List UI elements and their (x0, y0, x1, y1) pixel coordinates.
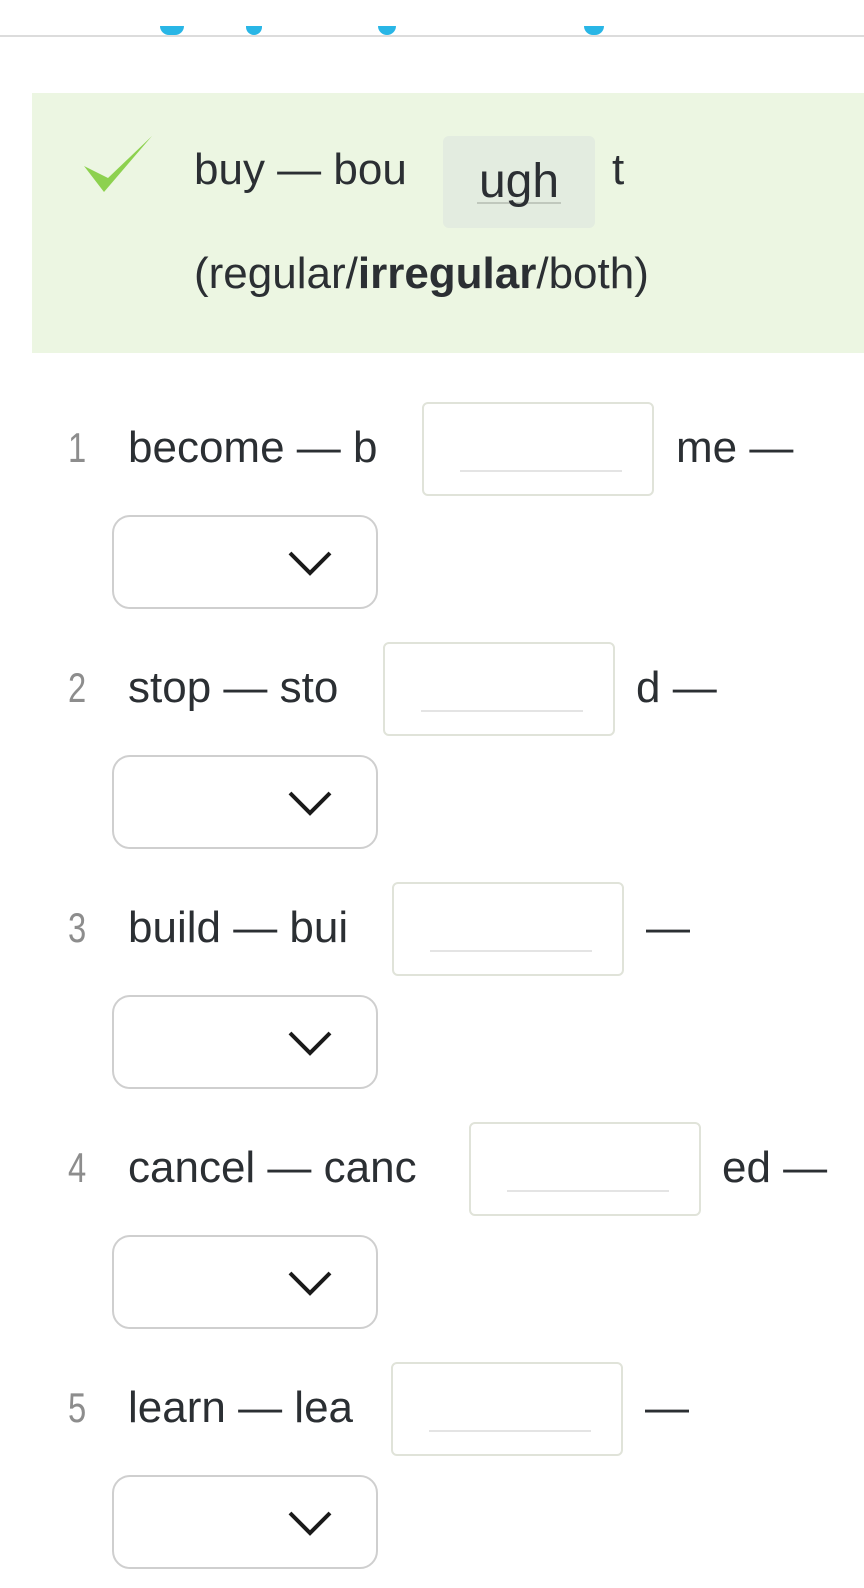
gap-fill-input[interactable] (392, 882, 624, 976)
chevron-down-icon (288, 1031, 332, 1056)
example-answer-box: ugh (443, 136, 595, 228)
gap-fill-input[interactable] (391, 1362, 623, 1456)
gap-fill-input[interactable] (469, 1122, 701, 1216)
example-answer: ugh (476, 155, 562, 208)
item-number: 2 (68, 664, 87, 711)
item-number: 1 (68, 424, 87, 471)
chevron-down-icon (288, 551, 332, 576)
options-close-text: /both) (536, 249, 649, 298)
header-divider (0, 35, 864, 37)
item-suffix: d — (636, 663, 717, 712)
example-prefix: buy — bou (194, 145, 407, 194)
header-text-fragment (378, 26, 396, 35)
verb-type-select[interactable] (112, 1235, 378, 1329)
example-suffix: t (612, 145, 625, 194)
header-text-fragment (246, 26, 262, 35)
item-prefix: become — b (128, 423, 378, 472)
chevron-down-icon (288, 791, 332, 816)
header-text-fragment (160, 26, 184, 35)
options-selected-text: irregular (357, 249, 537, 298)
gap-fill-input[interactable] (383, 642, 615, 736)
check-icon (84, 136, 152, 192)
item-suffix: — (646, 903, 690, 952)
verb-type-select[interactable] (112, 1475, 378, 1569)
item-prefix: stop — sto (128, 663, 339, 712)
gap-fill-input[interactable] (422, 402, 654, 496)
item-suffix: me — (676, 423, 794, 472)
item-number: 4 (68, 1144, 87, 1191)
verb-type-select[interactable] (112, 995, 378, 1089)
header-text-fragment (584, 26, 604, 35)
item-suffix: ed — (722, 1143, 828, 1192)
chevron-down-icon (288, 1511, 332, 1536)
item-prefix: build — bui (128, 903, 349, 952)
item-prefix: cancel — canc (128, 1143, 417, 1192)
verb-type-select[interactable] (112, 515, 378, 609)
options-open-text: (regular/ (194, 249, 358, 298)
item-number: 3 (68, 904, 87, 951)
item-number: 5 (68, 1384, 87, 1431)
item-prefix: learn — lea (128, 1383, 354, 1432)
item-suffix: — (645, 1383, 689, 1432)
chevron-down-icon (288, 1271, 332, 1296)
verb-type-select[interactable] (112, 755, 378, 849)
example-options: (regular/irregular/both) (194, 244, 649, 304)
